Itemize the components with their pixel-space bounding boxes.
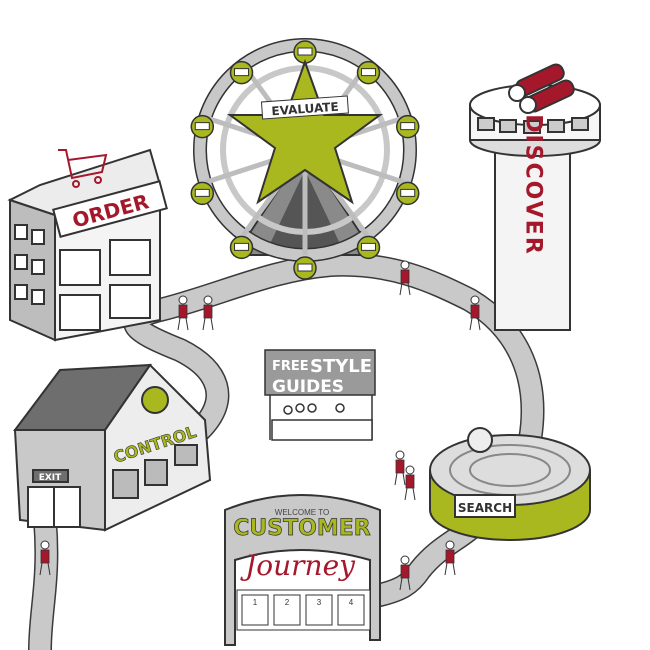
control-house: EXIT CONTROL — [13, 363, 212, 532]
customer-label: CUSTOMER — [233, 516, 370, 541]
ferris-wheel: EVALUATE — [190, 38, 420, 280]
gondola — [395, 114, 420, 139]
magnifier-icon — [467, 427, 493, 453]
person — [177, 295, 189, 331]
discover-label: DISCOVER — [521, 114, 546, 256]
binoculars-icon — [508, 63, 575, 114]
first-aid-icon — [144, 459, 168, 486]
gondola — [356, 235, 381, 260]
gondola — [293, 40, 317, 64]
exit-sign: EXIT — [39, 473, 62, 483]
person — [469, 295, 481, 331]
customer-journey-gate: WELCOME TO CUSTOMER Journey 1 2 3 4 — [224, 494, 381, 646]
booth-number: 1 — [253, 598, 258, 607]
gondola — [395, 181, 420, 206]
person — [39, 540, 51, 576]
booth-free: FREE — [272, 359, 309, 374]
welcome-label: WELCOME TO — [275, 508, 329, 517]
discover-tower: DISCOVER — [469, 63, 601, 331]
gate-booth — [273, 594, 301, 626]
order-building: ORDER — [7, 148, 168, 342]
info-icon — [141, 386, 169, 414]
gondola — [229, 235, 254, 260]
gondola — [190, 114, 215, 139]
gondola — [356, 60, 381, 85]
booth-number: 2 — [285, 598, 290, 607]
gate-booth — [337, 594, 365, 626]
ticket-icon — [174, 444, 198, 466]
journey-label: Journey — [240, 549, 356, 582]
restroom-icon — [112, 469, 139, 499]
people — [39, 260, 481, 591]
booth-style: STYLE — [310, 356, 372, 377]
person — [394, 450, 406, 486]
person — [444, 540, 456, 576]
evaluate-label: EVALUATE — [271, 100, 339, 119]
booth-number: 4 — [349, 598, 354, 607]
gondola — [229, 60, 254, 85]
gondola — [190, 181, 215, 206]
shopping-cart-icon — [58, 149, 108, 188]
booth-guides: GUIDES — [272, 377, 344, 397]
person — [399, 555, 411, 591]
booth-number: 3 — [317, 598, 322, 607]
person — [202, 295, 214, 331]
gate-booth — [241, 594, 269, 626]
person — [404, 465, 416, 501]
person — [399, 260, 411, 296]
maze: SEARCH — [429, 427, 591, 541]
gondola — [293, 256, 317, 280]
free-style-guides-booth: FREE STYLE GUIDES — [264, 349, 376, 441]
gate-booth — [305, 594, 333, 626]
evaluate-star — [226, 59, 384, 205]
search-label: SEARCH — [458, 501, 512, 515]
